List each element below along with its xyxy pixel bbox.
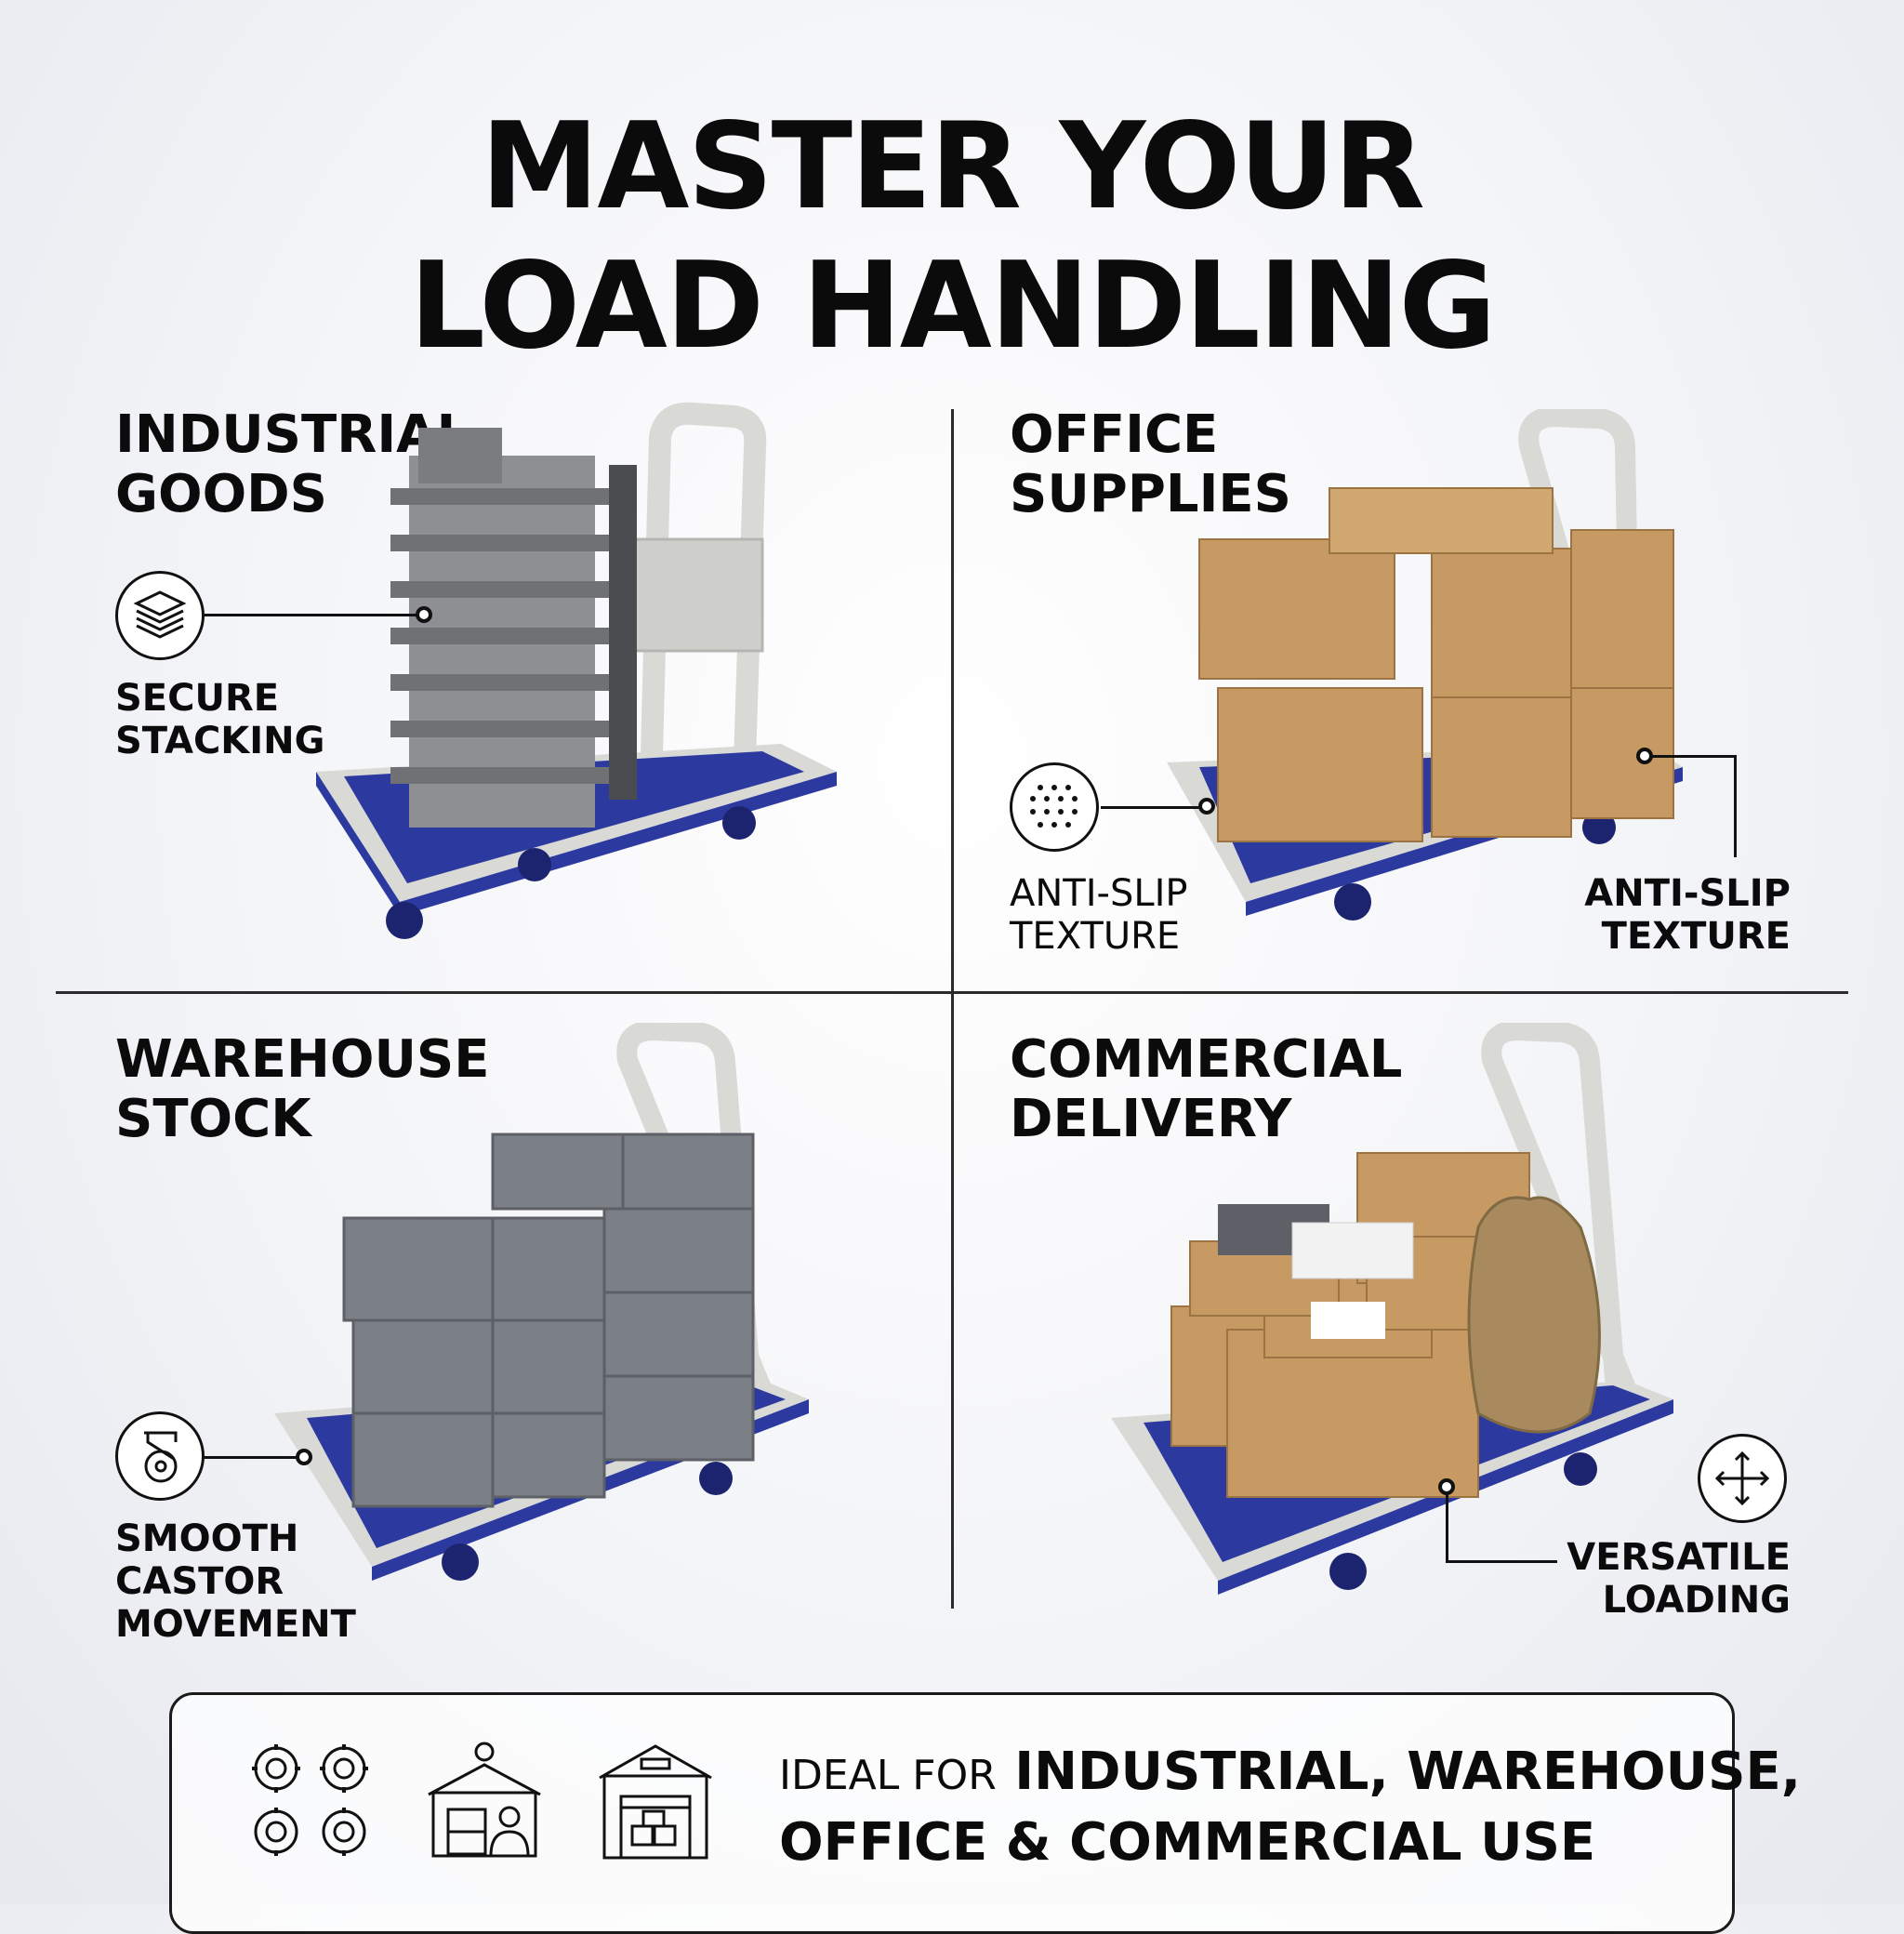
- office-supplies-title: OFFICE SUPPLIES: [1010, 404, 1291, 524]
- footer-text: IDEAL FOR INDUSTRIAL, WAREHOUSE, OFFICE …: [779, 1739, 1801, 1876]
- castor-wheel-icon: [115, 1411, 205, 1501]
- versatile-loading-label: VERSATILE LOADING: [1567, 1536, 1791, 1622]
- anti-slip-texture-label: ANTI-SLIP TEXTURE: [1010, 872, 1188, 958]
- anti-slip-texture-label-right: ANTI-SLIP TEXTURE: [1584, 872, 1791, 958]
- callout-line: [205, 1456, 301, 1459]
- office-trolley-image: [1167, 409, 1683, 921]
- footer-line-1: INDUSTRIAL, WAREHOUSE,: [1014, 1742, 1801, 1802]
- secure-stacking-label: SECURE STACKING: [115, 677, 325, 762]
- footer-prefix: IDEAL FOR: [779, 1752, 997, 1799]
- industrial-trolley-image: [316, 402, 837, 939]
- callout-dot: [416, 606, 432, 623]
- industrial-goods-title: INDUSTRIAL GOODS: [115, 404, 470, 524]
- smooth-castor-movement-label: SMOOTH CASTOR MOVEMENT: [115, 1517, 356, 1646]
- four-way-arrows-icon: [1698, 1434, 1787, 1523]
- warehouse-trolley-image: [274, 1023, 809, 1581]
- footer-line-2: OFFICE & COMMERCIAL USE: [779, 1812, 1596, 1873]
- dotted-texture-icon: [1010, 762, 1099, 852]
- commercial-trolley-image: [1111, 1023, 1673, 1595]
- factory-worker-icon: [428, 1742, 541, 1858]
- callout-line: [205, 614, 424, 616]
- headline-line-1: MASTER YOUR: [481, 98, 1425, 236]
- warehouse-stock-title: WAREHOUSE STOCK: [115, 1029, 490, 1149]
- commercial-delivery-title: COMMERCIAL DELIVERY: [1010, 1029, 1403, 1149]
- callout-line: [1446, 1560, 1557, 1563]
- callout-dot: [1198, 798, 1215, 815]
- callout-line: [1734, 755, 1737, 857]
- gears-people-icon: [252, 1744, 368, 1856]
- warehouse-icon: [599, 1744, 712, 1860]
- callout-line: [1651, 755, 1737, 758]
- headline: MASTER YOUR LOAD HANDLING: [0, 98, 1904, 377]
- layers-icon: [115, 571, 205, 660]
- headline-line-2: LOAD HANDLING: [409, 237, 1496, 376]
- callout-line: [1101, 806, 1205, 809]
- footer-banner: [169, 1692, 1735, 1934]
- horizontal-divider: [56, 991, 1848, 994]
- callout-line: [1446, 1493, 1448, 1562]
- vertical-divider: [951, 409, 954, 1609]
- callout-dot: [296, 1449, 312, 1465]
